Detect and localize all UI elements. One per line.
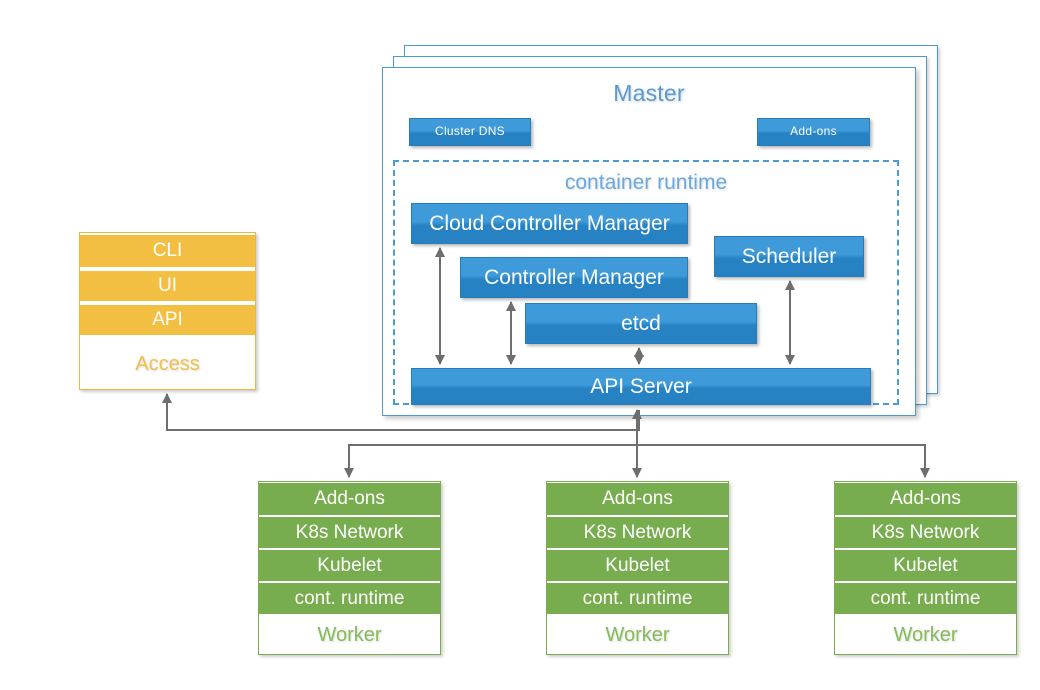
worker-1-layer-addons-label: Add-ons <box>314 488 385 509</box>
worker-2-layer-kubelet[interactable]: Kubelet <box>547 550 728 581</box>
worker-2-layer-network-label: K8s Network <box>583 521 692 543</box>
worker-1-layer-network-label: K8s Network <box>295 521 404 543</box>
api-server-box[interactable]: API Server <box>411 368 871 405</box>
cloud-controller-manager-label: Cloud Controller Manager <box>429 211 670 235</box>
worker-node-3: Add-ons K8s Network Kubelet cont. runtim… <box>834 481 1017 655</box>
worker-2-layer-network[interactable]: K8s Network <box>547 517 728 548</box>
worker-1-layer-kubelet-label: Kubelet <box>317 554 382 576</box>
worker-1-layer-runtime[interactable]: cont. runtime <box>259 583 440 614</box>
worker-1-layer-runtime-label: cont. runtime <box>294 587 405 609</box>
worker-1-layer-addons[interactable]: Add-ons <box>259 483 440 515</box>
access-layer-api[interactable]: API <box>80 305 255 335</box>
worker-2-footer-text: Worker <box>605 623 670 646</box>
worker-2-layer-runtime-label: cont. runtime <box>582 587 693 609</box>
master-addons-box[interactable]: Add-ons <box>757 118 870 146</box>
access-layer-cli[interactable]: CLI <box>80 235 255 267</box>
worker-3-layer-runtime-label: cont. runtime <box>870 587 981 609</box>
access-layer-ui[interactable]: UI <box>80 271 255 301</box>
master-addons-label: Add-ons <box>790 124 837 139</box>
worker-2-footer-label: Worker <box>547 616 728 654</box>
wire-bus-worker-3 <box>639 444 930 478</box>
worker-2-layer-addons[interactable]: Add-ons <box>547 483 728 515</box>
access-layer-ui-label: UI <box>158 275 177 296</box>
worker-3-layer-kubelet-label: Kubelet <box>893 554 958 576</box>
worker-3-layer-network[interactable]: K8s Network <box>835 517 1016 548</box>
scheduler-box[interactable]: Scheduler <box>714 236 864 277</box>
worker-3-layer-runtime[interactable]: cont. runtime <box>835 583 1016 614</box>
worker-2-layer-addons-label: Add-ons <box>602 488 673 509</box>
container-runtime-title: container runtime <box>564 171 728 194</box>
worker-node-2: Add-ons K8s Network Kubelet cont. runtim… <box>546 481 729 655</box>
worker-3-footer-label: Worker <box>835 616 1016 654</box>
worker-1-footer-text: Worker <box>317 623 382 646</box>
access-layer-api-label: API <box>152 309 183 330</box>
wire-bus-worker-1 <box>344 444 639 478</box>
worker-3-layer-network-label: K8s Network <box>871 521 980 543</box>
worker-3-footer-text: Worker <box>893 623 958 646</box>
cluster-dns-label: Cluster DNS <box>435 124 505 139</box>
controller-manager-label: Controller Manager <box>484 265 664 289</box>
etcd-box[interactable]: etcd <box>525 303 757 344</box>
worker-2-layer-kubelet-label: Kubelet <box>605 554 670 576</box>
worker-1-layer-kubelet[interactable]: Kubelet <box>259 550 440 581</box>
access-footer-text: Access <box>135 352 200 375</box>
worker-2-layer-runtime[interactable]: cont. runtime <box>547 583 728 614</box>
scheduler-label: Scheduler <box>741 244 837 268</box>
master-title: Master <box>613 80 685 106</box>
cluster-dns-box[interactable]: Cluster DNS <box>409 118 531 146</box>
worker-1-layer-network[interactable]: K8s Network <box>259 517 440 548</box>
cloud-controller-manager-box[interactable]: Cloud Controller Manager <box>411 203 688 244</box>
access-panel: CLI UI API Access <box>79 232 256 390</box>
etcd-label: etcd <box>621 311 661 335</box>
api-server-label: API Server <box>590 374 692 398</box>
worker-3-layer-addons-label: Add-ons <box>890 488 961 509</box>
worker-3-layer-kubelet[interactable]: Kubelet <box>835 550 1016 581</box>
worker-node-1: Add-ons K8s Network Kubelet cont. runtim… <box>258 481 441 655</box>
access-footer-label: Access <box>80 339 255 389</box>
worker-1-footer-label: Worker <box>259 616 440 654</box>
worker-3-layer-addons[interactable]: Add-ons <box>835 483 1016 515</box>
controller-manager-box[interactable]: Controller Manager <box>460 257 688 298</box>
access-layer-cli-label: CLI <box>152 240 183 261</box>
